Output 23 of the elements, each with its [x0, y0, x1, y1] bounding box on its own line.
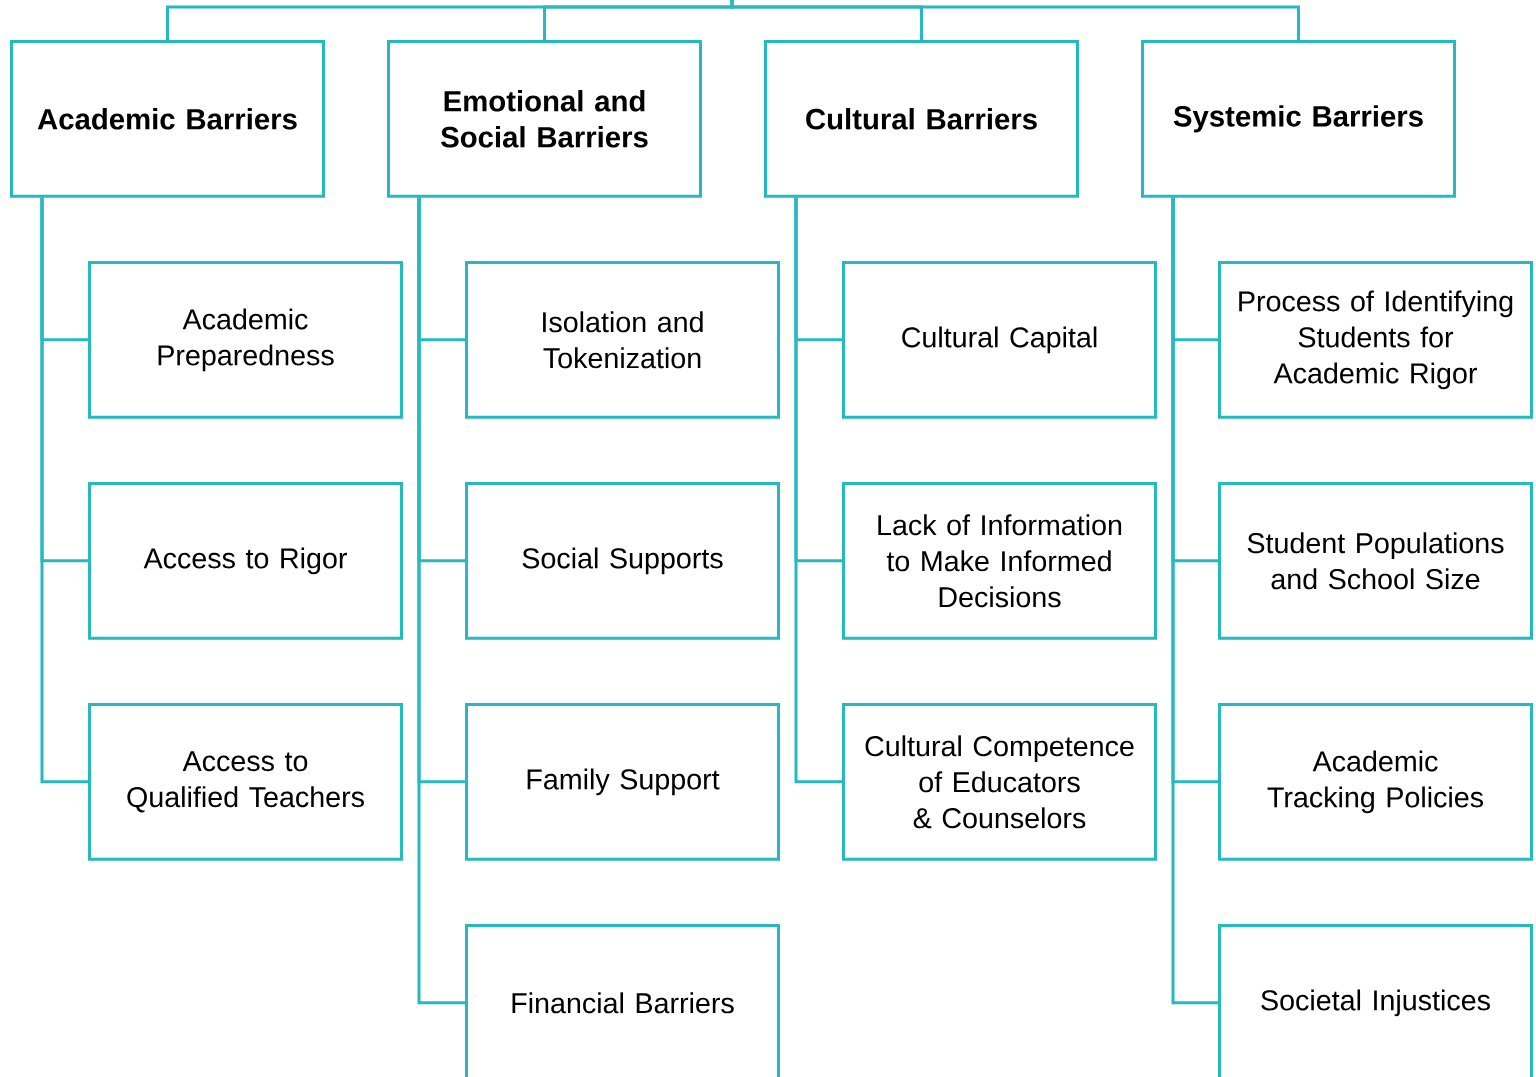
connector-line: [794, 197, 842, 784]
connector-line: [1171, 197, 1218, 1005]
barrier-box: Societal Injustices: [1218, 924, 1533, 1077]
barrier-box: Access to Rigor: [88, 482, 403, 640]
barrier-box: Access to Qualified Teachers: [88, 703, 403, 861]
barrier-box: Cultural Capital: [842, 261, 1157, 419]
barrier-box: Student Populations and School Size: [1218, 482, 1533, 640]
barrier-box: Academic Tracking Policies: [1218, 703, 1533, 861]
connector-line: [40, 197, 88, 784]
category-box: Emotional and Social Barriers: [387, 40, 702, 198]
connector-line: [730, 0, 1300, 40]
barrier-box: Lack of Information to Make Informed Decisions: [842, 482, 1157, 640]
category-box: Systemic Barriers: [1141, 40, 1456, 198]
category-box: Cultural Barriers: [764, 40, 1079, 198]
barrier-box: Financial Barriers: [465, 924, 780, 1077]
category-box: Academic Barriers: [10, 40, 325, 198]
barrier-box: Cultural Competence of Educators & Counselors: [842, 703, 1157, 861]
barrier-box: Family Support: [465, 703, 780, 861]
barrier-box: Academic Preparedness: [88, 261, 403, 419]
connector-line: [417, 197, 465, 1005]
barrier-box: Isolation and Tokenization: [465, 261, 780, 419]
barrier-box: Process of Identifying Students for Academic Rigor: [1218, 261, 1533, 419]
barrier-box: Social Supports: [465, 482, 780, 640]
